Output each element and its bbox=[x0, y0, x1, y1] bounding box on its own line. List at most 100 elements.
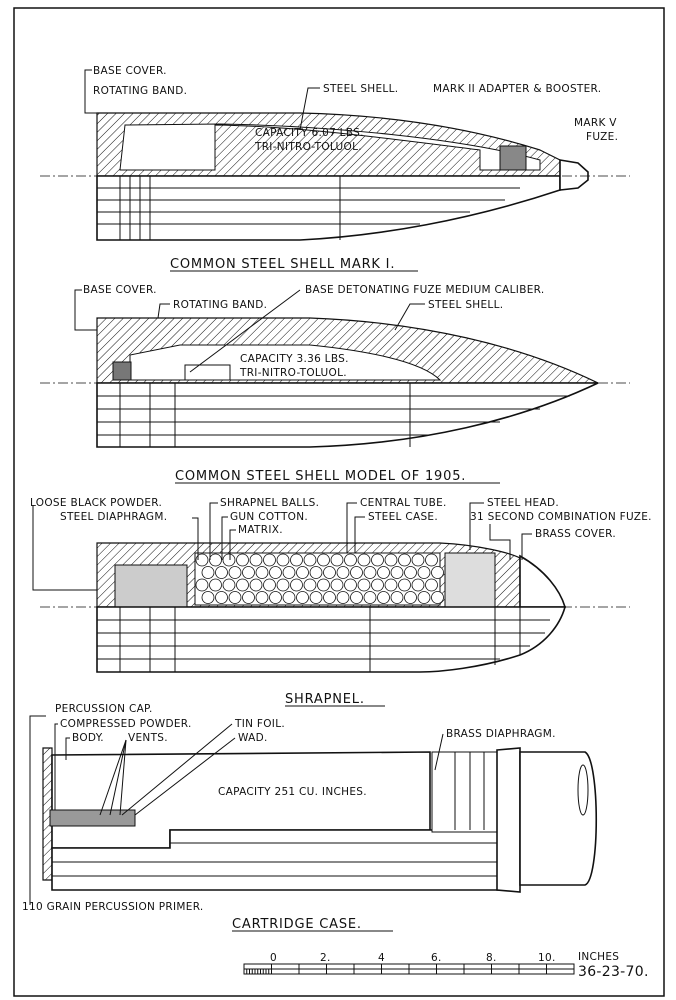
shrapnel-ball bbox=[336, 591, 350, 604]
shrapnel-ball bbox=[317, 578, 330, 592]
label-loose-black-powder: LOOSE BLACK POWDER. bbox=[30, 497, 162, 509]
shrapnel-ball bbox=[357, 578, 371, 592]
shrapnel-ball bbox=[404, 591, 417, 604]
shrapnel-ball bbox=[201, 591, 215, 604]
shrapnel-ball bbox=[330, 578, 344, 592]
label-fuze: FUZE. bbox=[586, 131, 618, 143]
shrapnel-ball bbox=[296, 591, 309, 604]
shrapnel-ball bbox=[236, 553, 249, 567]
shrapnel-ball bbox=[390, 566, 404, 579]
shrapnel-ball bbox=[255, 591, 269, 604]
plate-border bbox=[13, 7, 665, 997]
scale-tick-label: 0 bbox=[270, 952, 277, 964]
shrapnel-ball bbox=[377, 566, 390, 579]
drawing-title: SHRAPNEL. bbox=[285, 692, 365, 707]
shrapnel-ball bbox=[209, 553, 222, 567]
capacity-label: CAPACITY 251 CU. INCHES. bbox=[218, 786, 367, 798]
shrapnel-ball bbox=[215, 591, 228, 604]
shrapnel-ball bbox=[255, 566, 269, 579]
label-adapter-booster: MARK II ADAPTER & BOOSTER. bbox=[433, 83, 601, 95]
drawing-title: CARTRIDGE CASE. bbox=[232, 917, 362, 932]
scale-tick-label: 10. bbox=[538, 952, 556, 964]
shrapnel-ball bbox=[398, 578, 411, 592]
shrapnel-ball bbox=[276, 553, 290, 567]
shrapnel-ball bbox=[411, 553, 425, 567]
label-matrix: MATRIX. bbox=[238, 524, 283, 536]
shrapnel-ball bbox=[269, 566, 282, 579]
label-rotating-band: ROTATING BAND. bbox=[93, 85, 187, 97]
common-steel-shell-mark-i: CAPACITY 6.07 LBS. TRI-NITRO-TOLUOL. BAS… bbox=[40, 65, 630, 272]
scale-tick-label: 6. bbox=[431, 952, 442, 964]
shrapnel-ball bbox=[195, 578, 209, 592]
scale-unit: INCHES bbox=[578, 951, 619, 963]
label-percussion-cap: PERCUSSION CAP. bbox=[55, 703, 153, 715]
label-brass-cover: BRASS COVER. bbox=[535, 528, 616, 540]
shrapnel-ball bbox=[336, 566, 350, 579]
label-shrapnel-balls: SHRAPNEL BALLS. bbox=[220, 497, 319, 509]
shrapnel-ball bbox=[276, 578, 290, 592]
label-steel-diaphragm: STEEL DIAPHRAGM. bbox=[60, 511, 167, 523]
shrapnel-ball bbox=[425, 578, 438, 592]
shrapnel-ball bbox=[398, 553, 411, 567]
scale-bar: 0 2. 4 6. 8. 10. INCHES 36-23-70. bbox=[243, 951, 649, 980]
shrapnel-ball bbox=[390, 591, 404, 604]
shrapnel-ball bbox=[371, 553, 384, 567]
shrapnel: LOOSE BLACK POWDER. STEEL DIAPHRAGM. SHR… bbox=[30, 497, 652, 707]
shrapnel-ball bbox=[222, 578, 236, 592]
label-percussion-primer: 110 GRAIN PERCUSSION PRIMER. bbox=[22, 901, 204, 913]
shrapnel-ball bbox=[357, 553, 371, 567]
plate-number: 36-23-70. bbox=[578, 964, 649, 980]
label-body: BODY. bbox=[72, 732, 104, 744]
shrapnel-ball bbox=[384, 553, 398, 567]
shrapnel-ball bbox=[344, 553, 357, 567]
capacity-label: CAPACITY 3.36 LBS. bbox=[240, 353, 349, 365]
drawing-title: COMMON STEEL SHELL MARK I. bbox=[170, 257, 395, 272]
label-central-tube: CENTRAL TUBE. bbox=[360, 497, 447, 509]
shrapnel-ball bbox=[269, 591, 282, 604]
label-brass-diaphragm: BRASS DIAPHRAGM. bbox=[446, 728, 556, 740]
label-base-detonating-fuze: BASE DETONATING FUZE MEDIUM CALIBER. bbox=[305, 284, 545, 296]
shrapnel-ball bbox=[425, 553, 438, 567]
shrapnel-ball bbox=[242, 566, 255, 579]
label-vents: VENTS. bbox=[128, 732, 168, 744]
shrapnel-ball bbox=[201, 566, 215, 579]
shrapnel-ball bbox=[377, 591, 390, 604]
shrapnel-ball bbox=[344, 578, 357, 592]
label-base-cover: BASE COVER. bbox=[83, 284, 157, 296]
shrapnel-ball bbox=[350, 566, 363, 579]
filler-label: TRI-NITRO-TOLUOL. bbox=[254, 141, 362, 153]
shrapnel-ball bbox=[303, 553, 317, 567]
shrapnel-ball bbox=[411, 578, 425, 592]
shrapnel-ball bbox=[431, 591, 444, 604]
label-gun-cotton: GUN COTTON. bbox=[230, 511, 308, 523]
label-wad: WAD. bbox=[238, 732, 268, 744]
cartridge-case: CAPACITY 251 CU. INCHES. PERCUSSION CAP.… bbox=[22, 703, 597, 932]
shrapnel-ball bbox=[228, 591, 242, 604]
filler-label: TRI-NITRO-TOLUOL. bbox=[239, 367, 347, 379]
label-combination-fuze: 31 SECOND COMBINATION FUZE. bbox=[470, 511, 652, 523]
shrapnel-ball bbox=[371, 578, 384, 592]
shrapnel-ball bbox=[323, 591, 336, 604]
shrapnel-ball bbox=[363, 591, 377, 604]
shrapnel-ball bbox=[215, 566, 228, 579]
shrapnel-ball bbox=[242, 591, 255, 604]
drawing-title: COMMON STEEL SHELL MODEL OF 1905. bbox=[175, 469, 466, 484]
shrapnel-ball bbox=[290, 578, 303, 592]
shrapnel-ball bbox=[290, 553, 303, 567]
shrapnel-ball bbox=[195, 553, 209, 567]
shrapnel-ball bbox=[296, 566, 309, 579]
scale-tick-label: 2. bbox=[320, 952, 331, 964]
shrapnel-ball bbox=[431, 566, 444, 579]
label-rotating-band: ROTATING BAND. bbox=[173, 299, 267, 311]
shrapnel-ball bbox=[309, 566, 323, 579]
label-steel-case: STEEL CASE. bbox=[368, 511, 438, 523]
shrapnel-ball bbox=[249, 578, 263, 592]
shrapnel-ball bbox=[363, 566, 377, 579]
capacity-label: CAPACITY 6.07 LBS. bbox=[255, 127, 364, 139]
shrapnel-ball bbox=[209, 578, 222, 592]
scale-tick-label: 4 bbox=[378, 952, 385, 964]
shrapnel-ball bbox=[384, 578, 398, 592]
label-mark-v: MARK V bbox=[574, 117, 617, 129]
label-compressed-powder: COMPRESSED POWDER. bbox=[60, 718, 192, 730]
